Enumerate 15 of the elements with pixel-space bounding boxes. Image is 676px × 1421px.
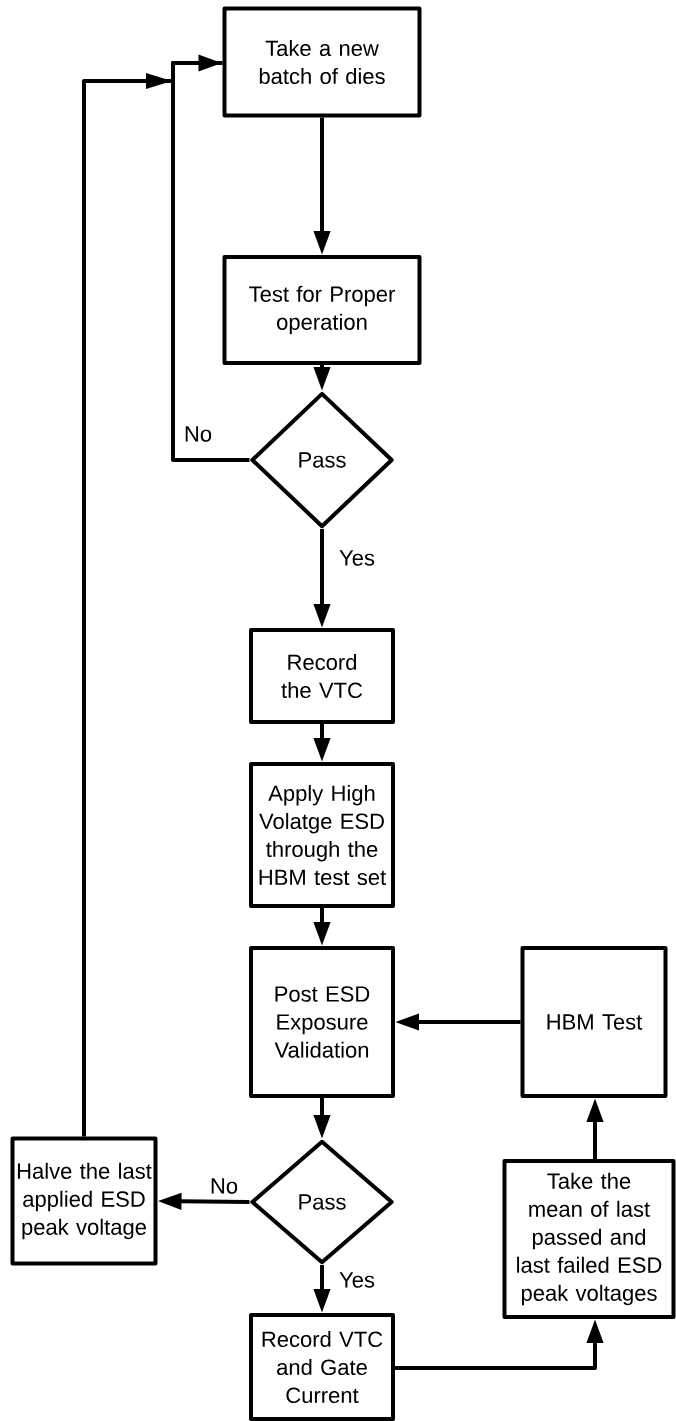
arrow [171, 54, 250, 462]
process-box: Record the VTC [249, 628, 395, 724]
process-box: Apply High Volatge ESD through the HBM test set [249, 762, 395, 908]
edge-label: Yes [338, 549, 376, 567]
process-box: Take a new batch of dies [222, 6, 422, 118]
edge-label: Yes [338, 1271, 376, 1289]
process-box: Halve the last applied ESD peak voltage [10, 1136, 158, 1266]
process-box: Take the mean of last passed and last failed ESD peak voltages [502, 1159, 676, 1319]
edge-label: No [182, 425, 214, 443]
process-box: Test for Proper operation [222, 255, 422, 365]
process-box: Record VTC and Gate Current [249, 1313, 395, 1421]
edge-label: No [208, 1177, 240, 1195]
arrow [82, 61, 223, 1137]
process-box: HBM Test [520, 946, 668, 1098]
process-box: Post ESD Exposure Validation [249, 946, 395, 1098]
